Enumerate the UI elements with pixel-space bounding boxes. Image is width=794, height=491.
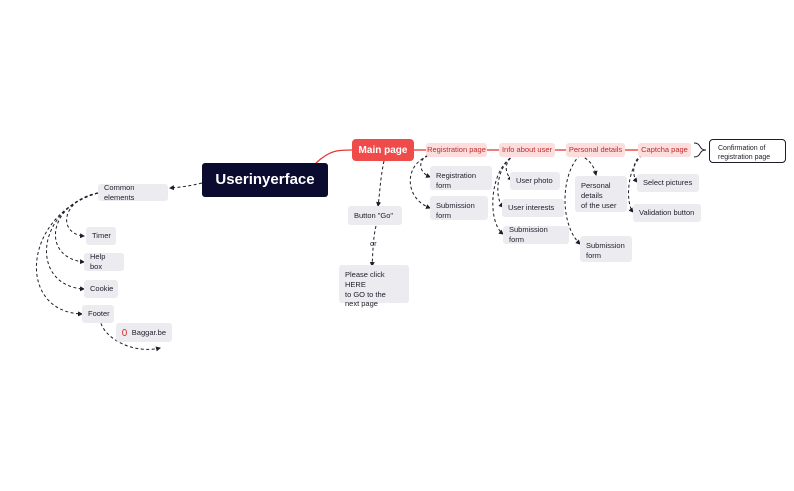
footer-label: Footer [88,309,110,319]
edge-root-common [169,182,203,191]
root-node[interactable]: Userinyerface [202,163,328,197]
registration-form-node[interactable]: Registration form [430,166,492,190]
personal-details-node[interactable]: Personal details [566,143,625,157]
captcha-page-node[interactable]: Captcha page [638,143,691,157]
timer-label: Timer [92,231,111,241]
edge-captcha-confirmation [693,142,707,158]
edge-button-click [369,225,377,267]
edge-registration-submission [409,155,431,209]
cookie-label: Cookie [90,284,114,294]
user-photo-node[interactable]: User photo [510,172,560,190]
registration-page-node[interactable]: Registration page [426,143,487,157]
select-pictures-label: Select pictures [643,178,693,188]
baggar-node[interactable]: Baggar.be [116,323,172,342]
edge-personal-details [579,154,598,176]
cookie-node[interactable]: Cookie [84,280,118,298]
main-page-node[interactable]: Main page [352,139,414,161]
edge-registration-form [420,154,431,178]
footer-node[interactable]: Footer [82,305,114,323]
or-label: or [370,239,377,248]
select-pictures-node[interactable]: Select pictures [637,174,699,192]
edge-main-button [376,160,385,207]
help-box-node[interactable]: Help box [84,252,124,271]
user-photo-label: User photo [516,176,553,186]
info-about-user-node[interactable]: Info about user [499,143,555,157]
info-about-user-label: Info about user [501,145,553,155]
personal-details-label: Personal details [568,145,623,155]
personal-details-of-user-node[interactable]: Personal details of the user [575,176,627,212]
confirmation-node[interactable]: Confirmation of registration page [709,139,786,163]
baggar-logo-icon [122,329,127,336]
validation-button-node[interactable]: Validation button [633,204,701,222]
info-submission-form-label: Submission form [509,225,548,244]
registration-page-label: Registration page [427,145,486,155]
help-box-label: Help box [90,252,106,271]
baggar-label: Baggar.be [131,327,166,337]
edge-captcha-validation [628,154,643,213]
button-go-node[interactable]: Button "Go" [348,206,402,225]
common-elements-label: Common elements [104,182,135,202]
personal-submission-form-node[interactable]: Submission form [580,236,632,262]
button-go-label: Button "Go" [354,210,394,220]
main-page-label: Main page [358,144,408,156]
edge-common-footer [36,192,99,317]
captcha-page-label: Captcha page [641,145,688,155]
root-label: Userinyerface [215,171,315,189]
timer-node[interactable]: Timer [86,227,116,245]
info-submission-form-node[interactable]: Submission form [503,225,569,244]
edge-root-main [315,149,353,164]
registration-submission-form-node[interactable]: Submission form [430,196,488,220]
validation-button-label: Validation button [639,208,695,218]
user-interests-node[interactable]: User interests [502,199,564,217]
user-interests-label: User interests [508,203,555,213]
click-here-node[interactable]: Please click HERE to GO to the next page [339,265,409,308]
common-elements-node[interactable]: Common elements [98,182,168,202]
edge-common-timer [66,192,99,239]
